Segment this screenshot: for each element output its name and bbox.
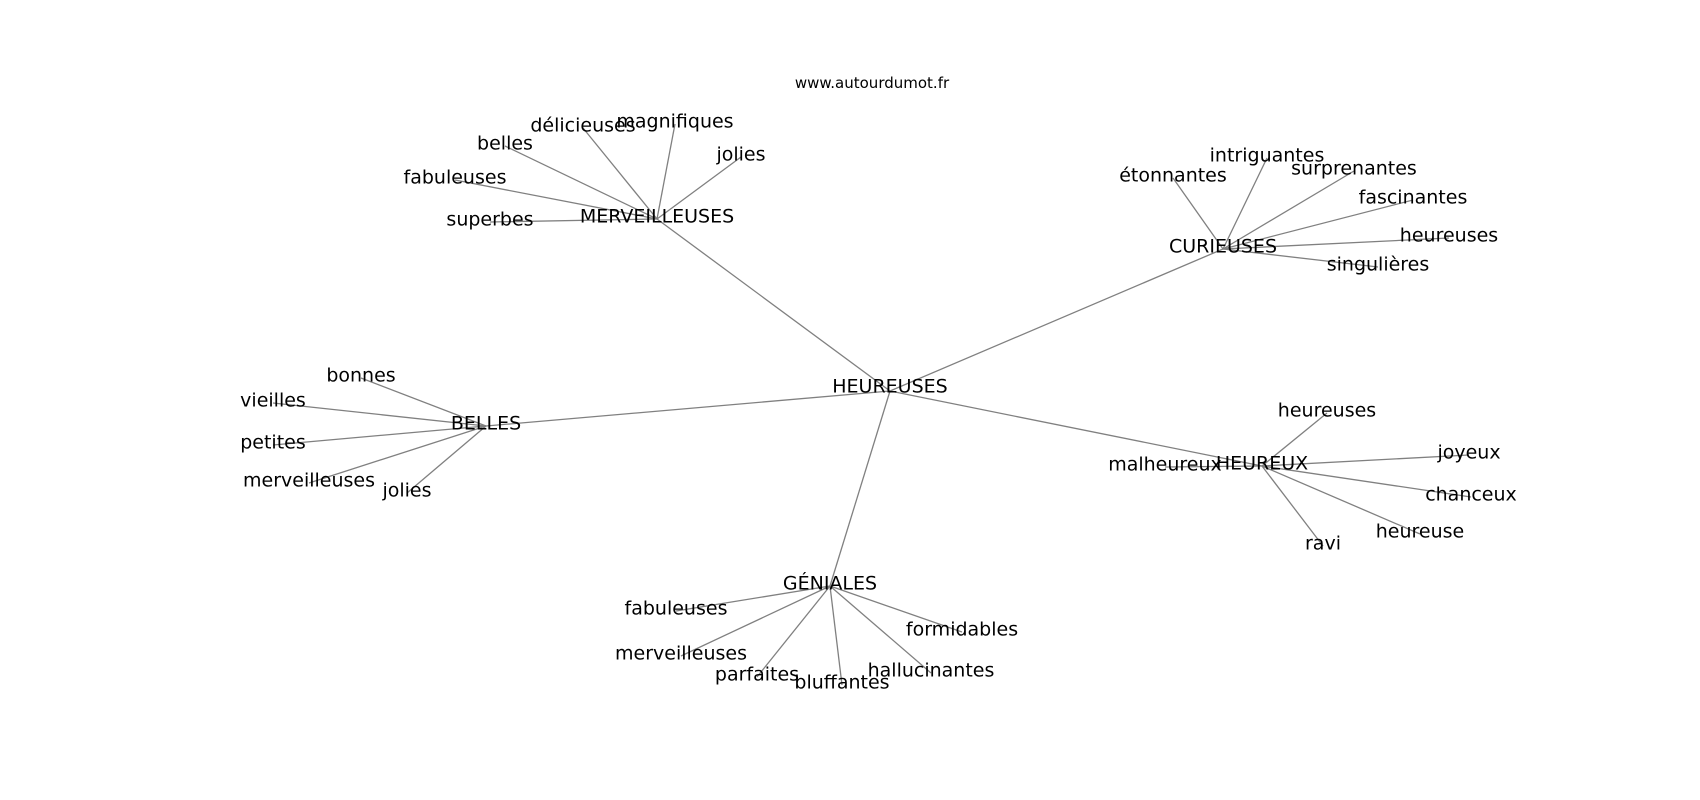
leaf-node: bluffantes — [794, 672, 889, 694]
edge-hub-to-leaf — [308, 425, 487, 484]
edge-hub-to-leaf — [1261, 454, 1470, 467]
leaf-node: petites — [240, 432, 306, 454]
edge-hub-to-leaf — [829, 585, 843, 686]
edge-hub-to-leaf — [1222, 237, 1450, 250]
edge-center-to-hub — [829, 390, 891, 587]
edges — [272, 123, 1472, 686]
hub-node: HEUREUX — [1216, 453, 1308, 475]
leaf-node: singulières — [1327, 254, 1430, 276]
edge-hub-to-leaf — [1222, 157, 1268, 250]
center-node: HEUREUSES — [832, 376, 947, 398]
leaf-node: belles — [477, 133, 533, 155]
leaf-node: merveilleuses — [243, 470, 375, 492]
leaf-node: délicieuses — [530, 115, 635, 137]
leaf-node: vieilles — [240, 390, 306, 412]
edge-hub-to-leaf — [582, 127, 658, 220]
leaf-node: hallucinantes — [868, 660, 995, 682]
leaf-node: fabuleuses — [625, 598, 728, 620]
hub-node: GÉNIALES — [783, 572, 877, 595]
edge-hub-to-leaf — [406, 425, 487, 494]
leaf-node: chanceux — [1425, 484, 1517, 506]
leaf-node: fabuleuses — [404, 167, 507, 189]
leaf-node: fascinantes — [1359, 187, 1468, 209]
leaf-node: superbes — [446, 209, 533, 231]
leaf-node: jolies — [715, 144, 765, 166]
edge-hub-to-leaf — [272, 402, 487, 427]
leaf-node: malheureux — [1108, 454, 1222, 476]
leaf-node: heureuses — [1400, 225, 1498, 247]
labels: HEUREUSES MERVEILLEUSES superbes fabuleuses… — [240, 111, 1517, 694]
edge-hub-to-leaf — [1261, 465, 1324, 547]
edge-hub-to-leaf — [360, 377, 487, 427]
edge-center-to-hub — [485, 390, 891, 427]
edge-hub-to-leaf — [1261, 465, 1472, 498]
leaf-node: étonnantes — [1119, 165, 1227, 187]
edge-hub-to-leaf — [1222, 248, 1379, 268]
edge-center-to-hub — [656, 218, 891, 392]
edge-hub-to-leaf — [1261, 465, 1421, 535]
leaf-node: magnifiques — [616, 111, 733, 133]
hub-node: CURIEUSES — [1169, 236, 1277, 258]
edge-hub-to-leaf — [1261, 412, 1328, 467]
edge-hub-to-leaf — [756, 585, 831, 678]
edge-hub-to-leaf — [675, 585, 831, 612]
leaf-node: parfaites — [715, 664, 799, 686]
leaf-node: formidables — [906, 619, 1018, 641]
edge-hub-to-leaf — [656, 123, 676, 220]
watermark: www.autourdumot.fr — [795, 74, 950, 92]
hub-node: MERVEILLEUSES — [580, 206, 734, 228]
edge-hub-to-leaf — [1164, 465, 1263, 468]
leaf-node: bonnes — [326, 365, 395, 387]
edge-hub-to-leaf — [454, 179, 658, 220]
edge-hub-to-leaf — [680, 585, 831, 657]
edge-hub-to-leaf — [504, 145, 658, 220]
edge-hub-to-leaf — [656, 156, 742, 220]
leaf-node: merveilleuses — [615, 643, 747, 665]
hub-node: BELLES — [451, 413, 521, 435]
edge-hub-to-leaf — [829, 585, 932, 674]
edge-hub-to-leaf — [1222, 199, 1414, 250]
edge-hub-to-leaf — [489, 218, 658, 223]
leaf-node: heureuses — [1278, 400, 1376, 422]
edge-hub-to-leaf — [272, 425, 487, 446]
edge-hub-to-leaf — [829, 585, 963, 633]
edge-center-to-hub — [889, 248, 1224, 392]
leaf-node: intriguantes — [1210, 145, 1325, 167]
leaf-node: joyeux — [1436, 442, 1500, 464]
leaf-node: surprenantes — [1291, 158, 1417, 180]
leaf-node: ravi — [1305, 533, 1341, 555]
edge-hub-to-leaf — [1222, 170, 1355, 250]
edge-center-to-hub — [889, 390, 1263, 467]
edge-hub-to-leaf — [1172, 177, 1224, 250]
leaf-node: jolies — [381, 480, 431, 502]
leaf-node: heureuse — [1376, 521, 1465, 543]
